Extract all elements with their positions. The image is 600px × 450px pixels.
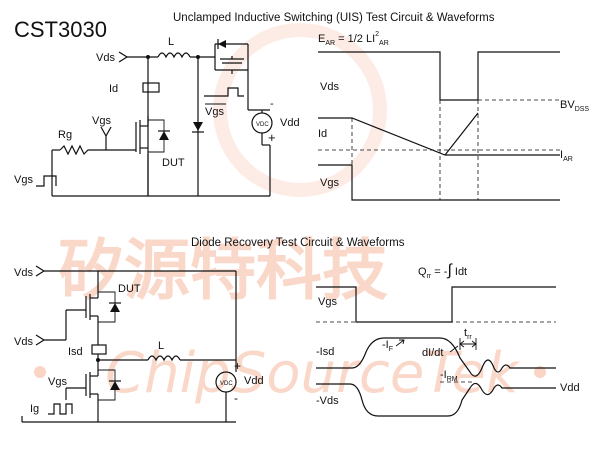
diode-label-vdd: Vdd (244, 375, 264, 387)
uis-wave-label-vds: Vds (320, 81, 339, 93)
diode-label-ig: Ig (30, 403, 39, 415)
diode-wave-label-isd: -Isd (316, 346, 334, 358)
uis-wave-label-vgs: Vgs (320, 177, 339, 189)
uis-ear-formula: EAR = 1/2 LI2AR (318, 31, 389, 47)
dut-diode-icon (159, 131, 169, 140)
isd-waveform (316, 337, 556, 377)
diode-label-vds2: Vds (14, 336, 33, 348)
part-number: CST3030 (14, 17, 107, 42)
diode-label-vds1: Vds (14, 267, 33, 279)
if-label: -IF (382, 339, 393, 353)
diode-title: Diode Recovery Test Circuit & Waveforms (191, 237, 405, 249)
isd-sense-resistor (91, 344, 107, 355)
watermark: 矽源特科技 ChipSourceTek (34, 23, 546, 406)
uis-label-vgs-top: Vgs (205, 106, 224, 118)
diode-wave-label-vgs: Vgs (318, 296, 337, 308)
inductor-icon (157, 52, 191, 59)
uis-label-vdc: VDC (256, 122, 269, 128)
bvdss-label: BVDSS (560, 99, 589, 113)
watermark-english: ChipSourceTek (105, 341, 521, 406)
diode-wave-label-vdd: Vdd (560, 382, 580, 394)
switch-diode-icon (218, 40, 226, 48)
uis-label-id: Id (109, 83, 118, 95)
uis-waveforms: EAR = 1/2 LI2AR Vds BVDSS Id IAR Vgs (318, 31, 589, 201)
switch-gate-pulse-icon (222, 87, 244, 97)
uis-label-vgs-source: Vgs (14, 174, 33, 186)
vgs-waveform (318, 164, 560, 201)
uis-label-dut: DUT (162, 157, 185, 169)
vgs-arrow-icon (100, 126, 112, 138)
if-arrow-icon (395, 339, 405, 347)
diode-waveforms: Qrr = -∫ Idt Vgs -Isd -IF dI/dt trr -IRM… (316, 262, 580, 417)
diode-label-isd: Isd (68, 346, 83, 358)
watermark-logo-ring (213, 23, 387, 197)
watermark-dot-left (34, 366, 46, 378)
uis-label-l: L (168, 36, 174, 48)
irm-label: -IRM (440, 369, 458, 383)
clamp-diode-icon (193, 122, 203, 131)
watermark-dot-right (534, 366, 546, 378)
pulse-source-icon (36, 175, 57, 187)
vds-arrow-icon-2 (35, 334, 46, 346)
uis-label-vds: Vds (96, 52, 115, 64)
diode-label-minus: - (234, 391, 238, 405)
bottom-diode-icon (110, 381, 120, 390)
trr-label: trr (464, 327, 472, 341)
iar-label: IAR (560, 149, 573, 163)
dut-diode-icon (110, 303, 120, 312)
rg-resistor-icon (59, 144, 104, 156)
inductor-icon-2 (147, 355, 181, 362)
integral-sign: ∫ (446, 262, 453, 279)
uis-title: Unclamped Inductive Switching (UIS) Test… (173, 12, 495, 24)
diode-label-dut: DUT (118, 283, 141, 295)
didt-arrow-icon (449, 345, 459, 353)
uis-label-minus: - (270, 98, 274, 110)
uis-wave-label-id: Id (318, 128, 327, 140)
vds-waveform (318, 51, 560, 101)
diode-label-vdc: VDC (220, 381, 233, 387)
vds-arrow-icon (118, 51, 129, 63)
qrr-formula: Qrr = -∫ Idt (418, 262, 467, 280)
diode-circuit: Vds DUT Vds Isd L VDC Vdd + (14, 265, 264, 423)
trr-arrow-icon (459, 340, 477, 348)
didt-label: dI/dt (422, 347, 443, 359)
diode-label-vgs: Vgs (48, 376, 67, 388)
diode-label-plus: + (234, 359, 241, 373)
uis-label-plus: + (268, 130, 276, 145)
uis-label-rg: Rg (58, 129, 72, 141)
diode-wave-label-vds: -Vds (316, 395, 339, 407)
vds-waveform-2 (316, 382, 556, 417)
vds-arrow-icon (35, 265, 46, 277)
pulse-train-icon (48, 403, 73, 415)
uis-label-vdd: Vdd (280, 117, 300, 129)
uis-circuit: Vds L Id DUT Vgs Rg Vgs (14, 36, 300, 197)
diode-label-l: L (158, 340, 164, 352)
current-sense-resistor (142, 82, 160, 93)
uis-label-vgs-switch: Vgs (92, 115, 111, 127)
id-waveform (318, 117, 560, 156)
